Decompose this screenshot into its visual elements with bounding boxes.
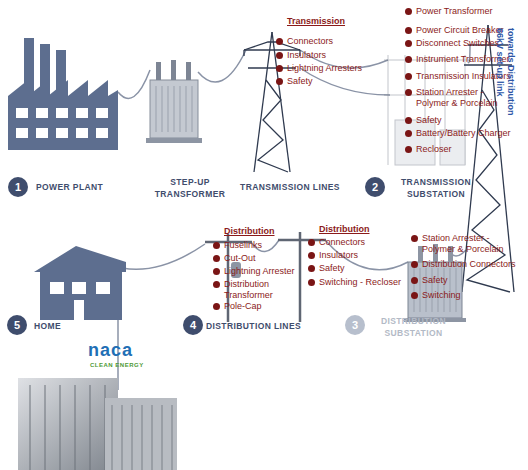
- stage-caption: STEP-UP TRANSFORMER: [150, 176, 230, 200]
- circle-shape: [8, 177, 28, 197]
- bullet-dot: [308, 252, 315, 259]
- component-item: Switching - Recloser: [319, 277, 401, 288]
- bullet-dot: [276, 52, 283, 59]
- bullet-dot: [213, 281, 220, 288]
- stage-caption: POWER PLANT: [36, 181, 103, 193]
- callout-number: 1: [8, 177, 28, 197]
- bullet-dot: [405, 89, 412, 96]
- component-item: Safety: [287, 76, 313, 87]
- bullet-dot: [213, 255, 220, 262]
- stage-caption: TRANSMISSION SUBSTATION: [390, 176, 482, 200]
- component-item: Switching: [422, 290, 461, 301]
- bullet-dot: [308, 279, 315, 286]
- component-item: Station Arrester - Polymer & Porcelain: [422, 233, 512, 255]
- circle-shape: [183, 315, 203, 335]
- component-item: Connectors: [287, 36, 333, 47]
- bullet-dot: [276, 78, 283, 85]
- component-item: Power Circuit Breaker: [416, 25, 504, 36]
- bullet-dot: [405, 130, 412, 137]
- component-item: Safety: [416, 115, 442, 126]
- bullet-dot: [213, 242, 220, 249]
- distribution-substation-icon: [404, 244, 466, 322]
- circle-shape: [7, 315, 27, 335]
- section-heading: Distribution: [319, 224, 370, 235]
- bullet-dot: [411, 277, 418, 284]
- bullet-dot: [213, 268, 220, 275]
- component-item: Distribution Transformer: [224, 279, 284, 301]
- component-item: Lightning Arresters: [287, 63, 362, 74]
- callout-number: 3: [345, 315, 365, 335]
- step-number-circle: 5: [7, 315, 27, 335]
- component-item: Insulators: [319, 250, 358, 261]
- step-number-circle: 4: [183, 315, 203, 335]
- component-item: Insulators: [287, 50, 326, 61]
- stage-caption: DISTRIBUTION LINES: [206, 320, 301, 332]
- bullet-dot: [405, 40, 412, 47]
- power-plant-icon: [8, 38, 118, 150]
- component-item: Distribution Connectors: [422, 259, 516, 270]
- clean-energy-photo: [18, 378, 177, 470]
- circle-shape: [365, 177, 385, 197]
- home-windows: [50, 282, 110, 320]
- callout-number: 4: [183, 315, 203, 335]
- logo-text: naca: [88, 340, 133, 361]
- factory-windows: [16, 108, 108, 138]
- bullet-dot: [411, 235, 418, 242]
- callout-number: 2: [365, 177, 385, 197]
- component-item: Fuselinks: [224, 240, 262, 251]
- stage-caption: TRANSMISSION LINES: [230, 181, 350, 193]
- home-icon: [34, 246, 126, 320]
- bullet-dot: [213, 303, 220, 310]
- component-item: Recloser: [416, 144, 452, 155]
- bullet-dot: [405, 117, 412, 124]
- bullet-dot: [405, 8, 412, 15]
- bullet-dot: [411, 292, 418, 299]
- bullet-dot: [308, 265, 315, 272]
- component-item: Lightning Arrester: [224, 266, 295, 277]
- step-number-circle: 3: [345, 315, 365, 335]
- circle-shape: [345, 315, 365, 335]
- component-item: Station Arrester - Polymer & Porcelain: [416, 87, 506, 109]
- component-item: Pole-Cap: [224, 301, 262, 312]
- bullet-dot: [405, 146, 412, 153]
- bullet-dot: [276, 65, 283, 72]
- section-heading: Transmission: [287, 16, 345, 27]
- step-number-circle: 2: [365, 177, 385, 197]
- callout-number: 5: [7, 315, 27, 335]
- step-number-circle: 1: [8, 177, 28, 197]
- bullet-dot: [411, 261, 418, 268]
- bullet-dot: [405, 73, 412, 80]
- bullet-dot: [405, 56, 412, 63]
- distribution-poles: [205, 232, 326, 322]
- step-up-transformer-icon: [146, 60, 202, 143]
- bullet-dot: [405, 27, 412, 34]
- component-item: Safety: [422, 275, 448, 286]
- component-item: Power Transformer: [416, 6, 493, 17]
- stage-caption: HOME: [34, 320, 61, 332]
- stage-caption: DISTRIBUTION SUBSTATION: [366, 315, 461, 339]
- bullet-dot: [308, 239, 315, 246]
- component-item: Battery/Battery Charger: [416, 128, 511, 139]
- component-item: Connectors: [319, 237, 365, 248]
- section-heading: Distribution: [224, 226, 275, 237]
- link-note: 66kV set-up link towards Distribution: [494, 28, 516, 128]
- component-item: Safety: [319, 263, 345, 274]
- component-item: Cut-Out: [224, 253, 256, 264]
- component-item: Disconnect Switches: [416, 38, 499, 49]
- logo-tagline: CLEAN ENERGY: [90, 362, 144, 368]
- bullet-dot: [276, 38, 283, 45]
